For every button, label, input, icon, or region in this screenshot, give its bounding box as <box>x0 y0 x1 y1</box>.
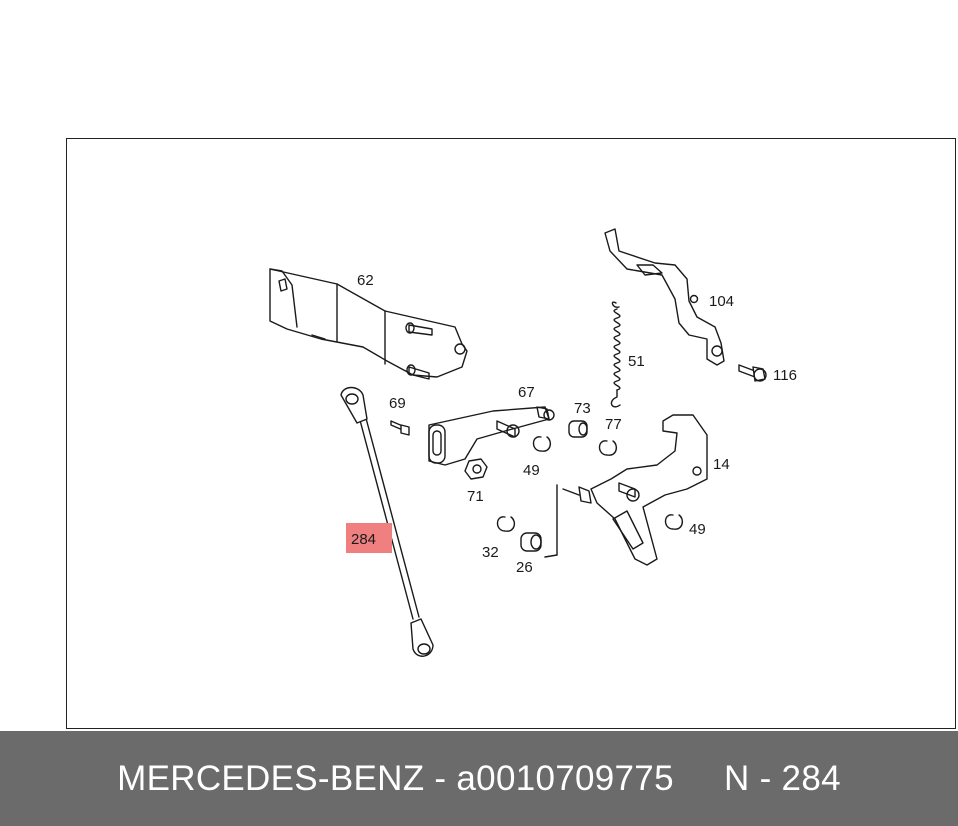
part-51-spring <box>610 301 621 408</box>
label-71: 71 <box>467 488 484 505</box>
label-32: 32 <box>482 544 499 561</box>
parts-diagram: 62 104 51 116 67 69 73 77 49 14 71 284 4… <box>269 228 797 657</box>
part-49a-clip <box>532 436 552 452</box>
part-number: a0010709775 <box>456 758 674 798</box>
label-14: 14 <box>713 456 730 473</box>
part-32-clip <box>496 516 516 532</box>
footer-bar: MERCEDES-BENZ - a0010709775 N - 284 <box>0 731 958 826</box>
part-73-bushing <box>568 420 588 438</box>
label-77: 77 <box>605 416 622 433</box>
label-73: 73 <box>574 400 591 417</box>
part-67-lever <box>428 406 555 466</box>
label-26: 26 <box>516 559 533 576</box>
parts-diagram-frame: 62 104 51 116 67 69 73 77 49 14 71 284 4… <box>66 138 956 729</box>
part-62-bracket <box>269 268 468 380</box>
reference-number: N - 284 <box>723 758 841 798</box>
part-104-bracket <box>604 228 725 366</box>
part-284-rod <box>340 386 434 657</box>
label-284: 284 <box>351 531 376 548</box>
brand-name: MERCEDES-BENZ <box>117 758 425 798</box>
part-14-lever <box>544 414 708 566</box>
part-49b-clip <box>664 514 684 530</box>
label-49b: 49 <box>689 521 706 538</box>
label-51: 51 <box>628 353 645 370</box>
label-62: 62 <box>357 272 374 289</box>
caption-gap <box>674 759 724 798</box>
label-69: 69 <box>389 395 406 412</box>
label-104: 104 <box>709 293 734 310</box>
part-284-highlight <box>346 523 392 553</box>
footer-caption: MERCEDES-BENZ - a0010709775 N - 284 <box>117 759 841 799</box>
part-71-nut <box>464 458 488 480</box>
label-49a: 49 <box>523 462 540 479</box>
part-116-bolt <box>738 364 767 382</box>
part-69-bolt <box>390 420 410 436</box>
part-77-clip <box>598 440 618 456</box>
part-26-bushing <box>520 532 542 552</box>
label-116: 116 <box>773 367 797 384</box>
label-67: 67 <box>518 384 535 401</box>
caption-separator: - <box>424 758 457 798</box>
